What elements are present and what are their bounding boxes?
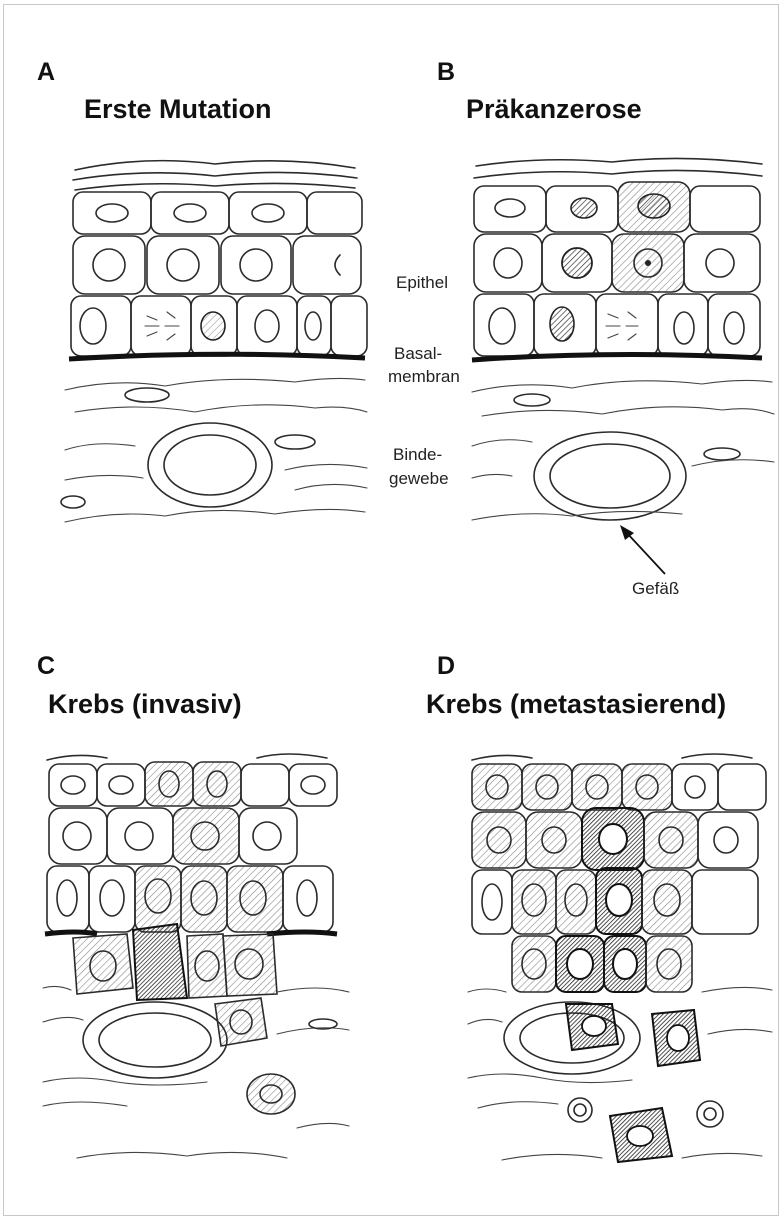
panel-c-drawing bbox=[37, 748, 367, 1188]
panel-b-drawing bbox=[462, 148, 782, 540]
panel-d-drawing bbox=[462, 748, 777, 1188]
label-bindegewebe-line2: gewebe bbox=[389, 468, 449, 489]
panel-a-title: Erste Mutation bbox=[84, 94, 272, 125]
panel-d-title: Krebs (metastasierend) bbox=[426, 689, 726, 720]
panel-a-drawing bbox=[55, 150, 375, 540]
panel-b-letter: B bbox=[437, 58, 455, 87]
panel-b-title: Präkanzerose bbox=[466, 94, 642, 125]
label-gefaess: Gefäß bbox=[632, 578, 679, 599]
label-epithel: Epithel bbox=[396, 272, 448, 293]
panel-c-letter: C bbox=[37, 652, 55, 681]
label-basalmembran-line1: Basal- bbox=[394, 343, 442, 364]
label-bindegewebe-line1: Binde- bbox=[393, 444, 442, 465]
panel-c-title: Krebs (invasiv) bbox=[48, 689, 242, 720]
cell-row-top bbox=[73, 192, 362, 234]
panel-a-letter: A bbox=[37, 58, 55, 87]
label-basalmembran-line2: membran bbox=[388, 366, 460, 387]
panel-d-letter: D bbox=[437, 652, 455, 681]
